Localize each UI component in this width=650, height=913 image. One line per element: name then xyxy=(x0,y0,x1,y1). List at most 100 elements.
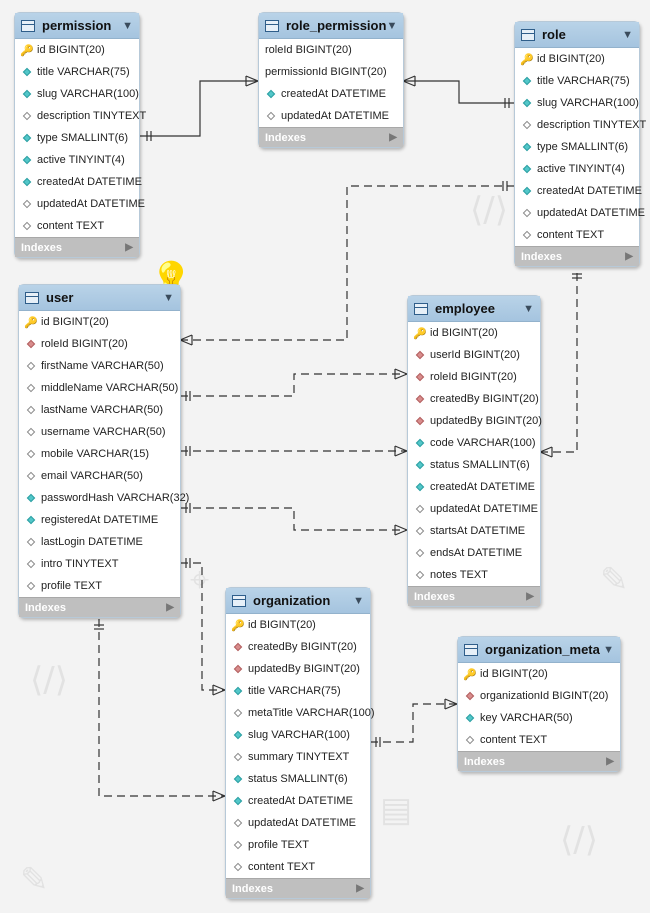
column-row[interactable]: 🔑id BIGINT(20) xyxy=(19,311,180,333)
column-row[interactable]: summary TINYTEXT xyxy=(226,746,370,768)
column-row[interactable]: registeredAt DATETIME xyxy=(19,509,180,531)
column-row[interactable]: slug VARCHAR(100) xyxy=(15,83,139,105)
table-header[interactable]: permission▼ xyxy=(15,13,139,39)
table-header[interactable]: employee▼ xyxy=(408,296,540,322)
column-row[interactable]: key VARCHAR(50) xyxy=(458,707,620,729)
column-row[interactable]: content TEXT xyxy=(15,215,139,237)
column-row[interactable]: createdAt DATETIME xyxy=(15,171,142,193)
column-row[interactable]: email VARCHAR(50) xyxy=(19,465,180,487)
collapse-arrow-icon[interactable]: ▼ xyxy=(163,291,174,304)
column-row[interactable]: username VARCHAR(50) xyxy=(19,421,180,443)
column-row[interactable]: status SMALLINT(6) xyxy=(408,454,540,476)
column-name: updatedBy BIGINT(20) xyxy=(430,415,542,427)
column-row[interactable]: middleName VARCHAR(50) xyxy=(19,377,180,399)
column-row[interactable]: 🔑id BIGINT(20) xyxy=(15,39,139,61)
table-role_permission[interactable]: role_permission▼roleId BIGINT(20)permiss… xyxy=(258,12,404,148)
column-row[interactable]: metaTitle VARCHAR(100) xyxy=(226,702,375,724)
column-row[interactable]: content TEXT xyxy=(226,856,370,878)
table-user[interactable]: user▼🔑id BIGINT(20)roleId BIGINT(20)firs… xyxy=(18,284,189,618)
indexes-section[interactable]: Indexes▶ xyxy=(226,878,370,898)
indexes-section[interactable]: Indexes▶ xyxy=(458,751,620,771)
collapse-arrow-icon[interactable]: ▼ xyxy=(386,19,398,32)
column-row[interactable]: roleId BIGINT(20) xyxy=(259,39,403,61)
column-row[interactable]: updatedAt DATETIME xyxy=(259,105,403,127)
table-header[interactable]: user▼ xyxy=(19,285,180,311)
column-row[interactable]: code VARCHAR(100) xyxy=(408,432,540,454)
column-row[interactable]: mobile VARCHAR(15) xyxy=(19,443,180,465)
table-header[interactable]: role_permission▼ xyxy=(259,13,403,39)
collapse-arrow-icon[interactable]: ▼ xyxy=(603,643,614,656)
column-row[interactable]: notes TEXT xyxy=(408,564,540,586)
indexes-section[interactable]: Indexes▶ xyxy=(19,597,180,617)
column-row[interactable]: description TINYTEXT xyxy=(15,105,146,127)
column-row[interactable]: createdAt DATETIME xyxy=(226,790,370,812)
expand-arrow-icon[interactable]: ▶ xyxy=(125,242,133,253)
column-row[interactable]: roleId BIGINT(20) xyxy=(19,333,180,355)
table-organization_meta[interactable]: organization_meta▼🔑id BIGINT(20)organiza… xyxy=(457,636,621,772)
expand-arrow-icon[interactable]: ▶ xyxy=(625,251,633,262)
indexes-section[interactable]: Indexes▶ xyxy=(259,127,403,147)
expand-arrow-icon[interactable]: ▶ xyxy=(526,591,534,602)
table-employee[interactable]: employee▼🔑id BIGINT(20)userId BIGINT(20)… xyxy=(407,295,542,607)
column-row[interactable]: title VARCHAR(75) xyxy=(15,61,139,83)
column-row[interactable]: createdAt DATETIME xyxy=(515,180,642,202)
expand-arrow-icon[interactable]: ▶ xyxy=(166,602,174,613)
column-row[interactable]: createdAt DATETIME xyxy=(259,83,403,105)
collapse-arrow-icon[interactable]: ▼ xyxy=(353,594,364,607)
column-row[interactable]: createdBy BIGINT(20) xyxy=(226,636,370,658)
column-row[interactable]: createdBy BIGINT(20) xyxy=(408,388,540,410)
column-row[interactable]: active TINYINT(4) xyxy=(15,149,139,171)
column-row[interactable]: updatedAt DATETIME xyxy=(515,202,645,224)
table-permission[interactable]: permission▼🔑id BIGINT(20)title VARCHAR(7… xyxy=(14,12,146,258)
column-row[interactable]: organizationId BIGINT(20) xyxy=(458,685,620,707)
column-row[interactable]: updatedBy BIGINT(20) xyxy=(408,410,542,432)
column-row[interactable]: slug VARCHAR(100) xyxy=(226,724,370,746)
collapse-arrow-icon[interactable]: ▼ xyxy=(122,19,133,32)
expand-arrow-icon[interactable]: ▶ xyxy=(356,883,364,894)
column-name: active TINYINT(4) xyxy=(37,154,125,166)
column-row[interactable]: createdAt DATETIME xyxy=(408,476,540,498)
table-organization[interactable]: organization▼🔑id BIGINT(20)createdBy BIG… xyxy=(225,587,375,899)
column-row[interactable]: lastLogin DATETIME xyxy=(19,531,180,553)
table-header[interactable]: organization▼ xyxy=(226,588,370,614)
column-row[interactable]: permissionId BIGINT(20) xyxy=(259,61,403,83)
column-row[interactable]: title VARCHAR(75) xyxy=(515,70,639,92)
column-row[interactable]: status SMALLINT(6) xyxy=(226,768,370,790)
indexes-section[interactable]: Indexes▶ xyxy=(515,246,639,266)
column-row[interactable]: updatedAt DATETIME xyxy=(226,812,370,834)
collapse-arrow-icon[interactable]: ▼ xyxy=(622,28,633,41)
column-row[interactable]: updatedAt DATETIME xyxy=(15,193,145,215)
column-row[interactable]: endsAt DATETIME xyxy=(408,542,540,564)
column-row[interactable]: slug VARCHAR(100) xyxy=(515,92,639,114)
column-row[interactable]: intro TINYTEXT xyxy=(19,553,180,575)
column-row[interactable]: type SMALLINT(6) xyxy=(515,136,639,158)
column-row[interactable]: description TINYTEXT xyxy=(515,114,646,136)
column-row[interactable]: type SMALLINT(6) xyxy=(15,127,139,149)
expand-arrow-icon[interactable]: ▶ xyxy=(389,132,397,143)
indexes-section[interactable]: Indexes▶ xyxy=(15,237,139,257)
collapse-arrow-icon[interactable]: ▼ xyxy=(523,302,534,315)
column-row[interactable]: content TEXT xyxy=(458,729,620,751)
column-row[interactable]: passwordHash VARCHAR(32) xyxy=(19,487,189,509)
column-row[interactable]: 🔑id BIGINT(20) xyxy=(408,322,540,344)
column-row[interactable]: updatedAt DATETIME xyxy=(408,498,540,520)
column-row[interactable]: 🔑id BIGINT(20) xyxy=(515,48,639,70)
column-row[interactable]: updatedBy BIGINT(20) xyxy=(226,658,370,680)
column-row[interactable]: 🔑id BIGINT(20) xyxy=(458,663,620,685)
column-row[interactable]: roleId BIGINT(20) xyxy=(408,366,540,388)
table-role[interactable]: role▼🔑id BIGINT(20)title VARCHAR(75)slug… xyxy=(514,21,646,267)
column-row[interactable]: lastName VARCHAR(50) xyxy=(19,399,180,421)
column-row[interactable]: content TEXT xyxy=(515,224,639,246)
column-row[interactable]: title VARCHAR(75) xyxy=(226,680,370,702)
column-row[interactable]: userId BIGINT(20) xyxy=(408,344,540,366)
expand-arrow-icon[interactable]: ▶ xyxy=(606,756,614,767)
column-row[interactable]: firstName VARCHAR(50) xyxy=(19,355,180,377)
table-header[interactable]: organization_meta▼ xyxy=(458,637,620,663)
column-row[interactable]: profile TEXT xyxy=(226,834,370,856)
table-header[interactable]: role▼ xyxy=(515,22,639,48)
column-row[interactable]: active TINYINT(4) xyxy=(515,158,639,180)
indexes-section[interactable]: Indexes▶ xyxy=(408,586,540,606)
column-row[interactable]: startsAt DATETIME xyxy=(408,520,540,542)
column-row[interactable]: profile TEXT xyxy=(19,575,180,597)
column-row[interactable]: 🔑id BIGINT(20) xyxy=(226,614,370,636)
